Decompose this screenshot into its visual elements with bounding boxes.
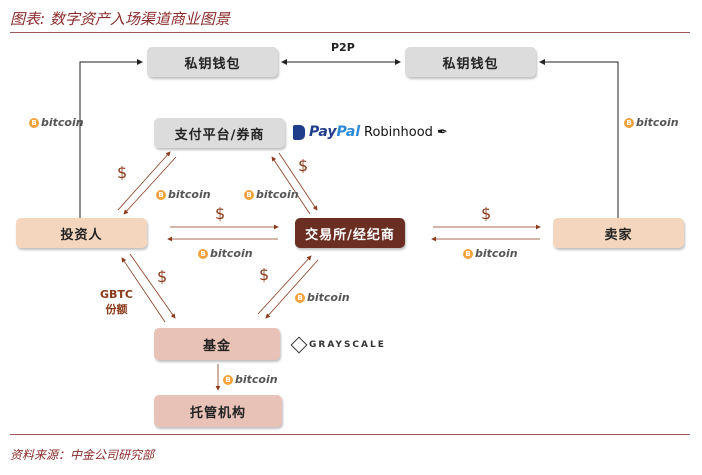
node-private-wallet-right: 私钥钱包 [405, 47, 536, 77]
bitcoin-icon: B [295, 292, 305, 303]
node-investor: 投资人 [16, 218, 147, 248]
bitcoin-icon: B [29, 117, 39, 128]
node-exchange: 交易所/经纪商 [295, 218, 405, 248]
node-custodian: 托管机构 [154, 395, 282, 427]
dollar-label: $ [157, 267, 168, 286]
robinhood-logo: Robinhood ✒ [364, 125, 448, 140]
p2p-label: P2P [331, 41, 355, 54]
bottom-divider [10, 434, 690, 435]
grayscale-logo: GRAYSCALE [290, 336, 386, 354]
payment-to-exchange-arrow [278, 152, 318, 211]
bitcoin-icon: B [198, 248, 208, 259]
node-seller: 卖家 [553, 218, 684, 248]
grayscale-icon [290, 336, 308, 354]
bitcoin-icon: B [244, 189, 254, 200]
bitcoin-icon: B [223, 374, 233, 385]
dollar-label: $ [298, 156, 309, 175]
node-payment-platform: 支付平台/券商 [154, 118, 285, 148]
fund-to-investor-arrow [121, 257, 166, 323]
paypal-icon [293, 124, 305, 140]
bitcoin-icon: B [463, 248, 473, 259]
top-divider [10, 32, 690, 33]
dollar-label: $ [117, 163, 128, 182]
source-note: 资料来源：中金公司研究部 [10, 448, 155, 462]
dollar-label: $ [481, 204, 492, 223]
figure-title: 图表: 数字资产入场渠道商业图景 [10, 10, 230, 28]
investor-to-wallet-arrow [79, 59, 143, 218]
node-private-wallet-left: 私钥钱包 [147, 47, 278, 77]
feather-icon: ✒ [437, 125, 448, 140]
investor-to-fund-arrow [129, 253, 176, 319]
bitcoin-icon: B [156, 189, 166, 200]
dollar-label: $ [259, 265, 270, 284]
exchange-to-payment-arrow [271, 156, 311, 215]
dollar-label: $ [215, 204, 226, 223]
node-fund: 基金 [154, 328, 280, 360]
investor-to-payment-arrow [117, 151, 171, 211]
fund-to-exchange-arrow [257, 255, 312, 315]
payment-to-investor-arrow [123, 156, 177, 215]
bitcoin-icon: B [624, 117, 634, 128]
seller-to-wallet-arrow [539, 59, 619, 218]
exchange-to-fund-arrow [265, 259, 319, 319]
